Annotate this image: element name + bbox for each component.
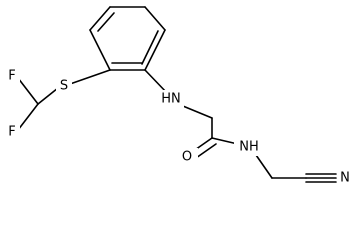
carbonyl-bond-2 — [195, 143, 217, 159]
amide-nh-label: NH — [239, 140, 259, 155]
s-chf2-bond — [37, 87, 59, 105]
n-ch2-bond — [255, 154, 273, 179]
fluorine-atom-1: F — [8, 69, 15, 84]
ring-bond — [89, 6, 111, 31]
fluorine-atom-2: F — [8, 125, 15, 140]
ring-bond — [144, 29, 166, 71]
ring-s-bond — [69, 69, 111, 85]
ring-double-bond — [141, 30, 159, 65]
cf-bond-lower — [17, 103, 39, 131]
oxygen-atom: O — [182, 150, 192, 165]
sulfur-atom: S — [60, 79, 68, 94]
amine-nh-label: HN — [161, 92, 181, 107]
cf-bond-upper — [17, 77, 39, 105]
ring-bond — [89, 29, 111, 71]
nitrile-n-label: N — [340, 171, 350, 186]
ring-bond — [144, 6, 166, 31]
ring-double-bond — [97, 12, 115, 32]
structure-diagram: F F S HN O NH N — [6, 6, 354, 185]
atom-labels: F F S HN O NH N — [6, 68, 354, 185]
